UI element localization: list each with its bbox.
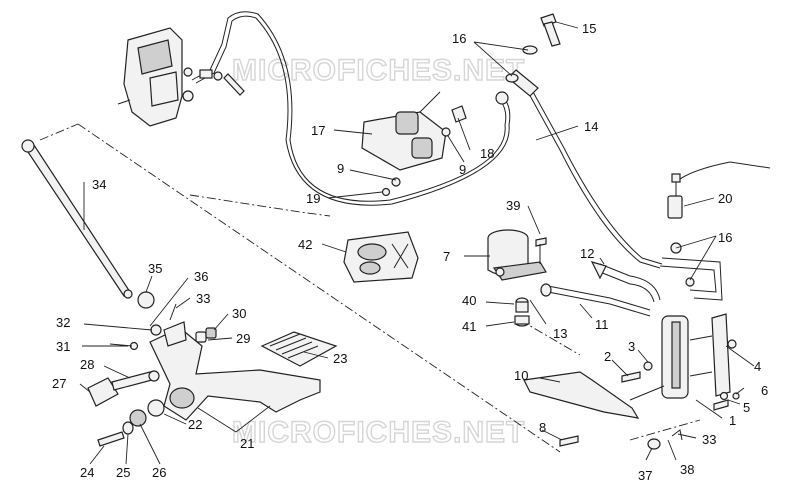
brake-pedal-assembly — [109, 291, 321, 421]
brake-fluid-reservoir — [487, 229, 547, 281]
callout-28: 28 — [80, 357, 94, 372]
callout-leaders — [79, 21, 755, 465]
callout-7: 7 — [443, 249, 450, 264]
reservoir-bracket — [343, 231, 419, 283]
callout-18: 18 — [480, 146, 494, 161]
callout-37: 37 — [638, 468, 652, 483]
pedal-pivot-fasteners — [97, 399, 165, 447]
callout-34: 34 — [92, 177, 106, 192]
callout-4: 4 — [754, 359, 761, 374]
callout-24: 24 — [80, 465, 94, 480]
callout-33b: 33 — [702, 432, 716, 447]
callout-1: 1 — [729, 413, 736, 428]
watermark-top: MICROFICHES.NET — [232, 54, 525, 87]
callout-6: 6 — [761, 383, 768, 398]
callout-9a: 9 — [337, 161, 344, 176]
callout-13: 13 — [553, 326, 567, 341]
callout-31: 31 — [56, 339, 70, 354]
callout-16b: 16 — [718, 230, 732, 245]
callout-29: 29 — [236, 331, 250, 346]
spring-guard-hose — [590, 261, 661, 303]
callout-41: 41 — [462, 319, 476, 334]
callout-38: 38 — [680, 462, 694, 477]
callout-21: 21 — [240, 436, 254, 451]
callout-16a: 16 — [452, 31, 466, 46]
callout-23: 23 — [333, 351, 347, 366]
callout-17: 17 — [311, 123, 325, 138]
callout-12: 12 — [580, 246, 594, 261]
callout-42: 42 — [298, 237, 312, 252]
callout-15: 15 — [582, 21, 596, 36]
callout-33a: 33 — [196, 291, 210, 306]
callout-39: 39 — [506, 198, 520, 213]
callout-25: 25 — [116, 465, 130, 480]
callout-19: 19 — [306, 191, 320, 206]
callout-30: 30 — [232, 306, 246, 321]
reservoir-hose — [514, 283, 651, 327]
pressure-switch-assembly — [361, 91, 467, 197]
callout-20: 20 — [718, 191, 732, 206]
rear-master-cylinder — [661, 313, 740, 401]
callout-5: 5 — [743, 400, 750, 415]
callout-22: 22 — [188, 417, 202, 432]
callout-36: 36 — [194, 269, 208, 284]
callout-3: 3 — [628, 339, 635, 354]
brake-linkage-rod — [21, 139, 133, 299]
callout-40: 40 — [462, 293, 476, 308]
callout-9b: 9 — [459, 162, 466, 177]
footpeg — [87, 370, 160, 407]
brake-hose-front — [507, 69, 663, 269]
callout-32: 32 — [56, 315, 70, 330]
brake-caliper — [117, 27, 194, 127]
callout-35: 35 — [148, 261, 162, 276]
assembly-dash-lines — [39, 123, 701, 453]
callout-2: 2 — [604, 349, 611, 364]
callout-27: 27 — [52, 376, 66, 391]
brake-pedal-pad — [260, 331, 338, 367]
callout-labels: 1 2 3 4 5 6 7 8 9 9 10 11 12 13 14 15 16… — [52, 21, 768, 483]
brake-light-switch — [659, 161, 771, 301]
brake-hose-rear — [191, 11, 511, 206]
banjo-bolt-assembly — [495, 13, 561, 105]
callout-11: 11 — [595, 317, 609, 332]
callout-26: 26 — [152, 465, 166, 480]
mounting-bolts — [559, 361, 729, 450]
watermark-bottom: MICROFICHES.NET — [232, 416, 525, 449]
callout-8: 8 — [539, 420, 546, 435]
callout-10: 10 — [514, 368, 528, 383]
callout-14: 14 — [584, 119, 598, 134]
master-cylinder-push-rod — [523, 371, 665, 419]
